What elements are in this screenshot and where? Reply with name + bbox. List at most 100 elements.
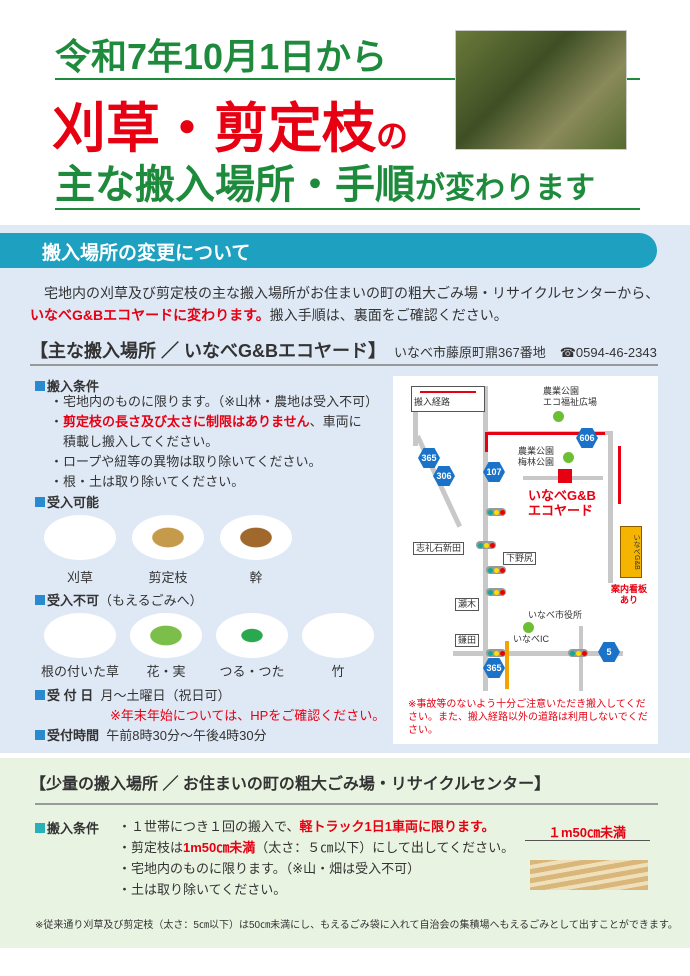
traffic-light-icon <box>568 649 588 657</box>
route-107-icon: 107 <box>483 462 505 482</box>
list-item: ・根・土は取り除いてください。 <box>50 474 245 489</box>
size-arrow <box>525 840 650 841</box>
title-sub-suffix: が変わります <box>415 172 595 205</box>
item-text: 積載し搬入してください。 <box>63 434 219 449</box>
park-icon <box>553 411 564 422</box>
label-text: 搬入条件 <box>47 379 100 394</box>
traffic-light-icon <box>486 588 506 596</box>
square-icon <box>35 823 45 833</box>
hours-value: 午前8時30分～午後4時30分 <box>106 728 267 743</box>
cityhall-icon <box>523 622 534 633</box>
intro-text: 宅地内の刈草及び剪定枝の主な搬入場所がお住まいの町の粗大ごみ場・リサイクルセンタ… <box>44 285 660 301</box>
road <box>453 651 623 656</box>
destination-line: いなべG&B <box>528 488 596 503</box>
item-text: 、車両に <box>309 414 362 429</box>
section-header: 搬入場所の変更について <box>0 233 657 268</box>
intersection-label: 瀬木 <box>455 598 480 611</box>
main-site-title: 【主な搬入場所 ／ いなべG&Bエコヤード】 <box>30 341 386 361</box>
square-icon <box>35 381 45 391</box>
item-text: ロープや紐等の異物は取り除いてください。 <box>63 454 322 469</box>
arrow-icon <box>420 391 476 393</box>
caption: 刈草 <box>66 570 93 585</box>
small-conditions-list: ・１世帯につき１回の搬入で、軽トラック1日1車両に限ります。 ・剪定枝は1m50… <box>118 816 514 900</box>
caption: 剪定枝 <box>148 570 188 585</box>
small-site-heading: 【少量の搬入場所 ／ お住まいの町の粗大ごみ場・リサイクルセンター】 <box>30 776 551 793</box>
caption: 花・実 <box>146 664 186 679</box>
branches-illustration <box>530 860 648 890</box>
road <box>483 386 488 691</box>
days-note: ※年末年始については、HPをご確認ください。 <box>110 708 386 723</box>
accepted-label: 受入可能 <box>35 492 99 511</box>
square-icon <box>35 730 45 740</box>
caption: 竹 <box>331 664 345 679</box>
vines-illustration <box>216 613 288 658</box>
title-sub-text: 主な搬入場所・手順 <box>55 163 415 207</box>
traffic-light-icon <box>486 508 506 516</box>
traffic-light-icon <box>486 566 506 574</box>
list-item: ・土は取り除いてください。 <box>118 882 287 897</box>
item-highlight: 軽トラック1日1車両に限ります。 <box>299 819 495 834</box>
rejected-label: 受入不可（もえるごみへ） <box>35 590 203 609</box>
intro-highlight: いなべG&Bエコヤードに変わります。 <box>30 307 270 323</box>
section-small-bg <box>0 758 690 948</box>
route-365-icon: 365 <box>418 448 440 468</box>
grass-photo <box>455 30 627 150</box>
legend-label: 搬入経路 <box>414 397 451 407</box>
route-365-icon: 365 <box>483 658 505 678</box>
square-icon <box>35 595 45 605</box>
destination-line: エコヤード <box>528 503 594 518</box>
days-value: 月～土曜日（祝日可） <box>100 688 231 703</box>
list-item: ・宅地内のものに限ります。（※山・畑は受入不可） <box>118 861 421 876</box>
divider <box>30 364 658 366</box>
divider <box>35 803 658 805</box>
item-text: （太さ：５㎝以下）にして出してください。 <box>255 840 515 855</box>
intersection-label: 鎌田 <box>455 634 480 647</box>
bamboo-illustration <box>302 613 374 658</box>
item-text: ・１世帯につき１回の搬入で、 <box>118 819 300 834</box>
main-site-heading: 【主な搬入場所 ／ いなべG&Bエコヤード】いなべ市藤原町鼎367番地 ☎0594… <box>30 337 657 363</box>
conditions-list: ・宅地内のものに限ります。（※山林・農地は受入不可） ・剪定枝の長さ及び太さに制… <box>50 392 378 492</box>
sign-caption: 案内看板 あり <box>611 584 648 605</box>
road <box>579 626 583 691</box>
caption: 幹 <box>249 570 263 585</box>
label-text: 受 付 日 <box>47 688 94 703</box>
route-5-icon: 5 <box>598 642 620 662</box>
park-label: 農業公園 梅林公園 <box>518 446 555 467</box>
road <box>413 386 418 446</box>
list-item: ・剪定枝の長さ及び太さに制限はありません、車両に <box>50 414 362 429</box>
cityhall-label: いなべ市役所 <box>528 610 583 620</box>
caption: 根の付いた草 <box>40 664 119 679</box>
list-item: ・１世帯につき１回の搬入で、軽トラック1日1車両に限ります。 <box>118 816 514 837</box>
expressway <box>505 641 509 689</box>
branches-illustration <box>132 515 204 560</box>
rooted-grass-illustration <box>44 613 116 658</box>
footnote: ※従来通り刈草及び剪定枝（太さ：5㎝以下）は50㎝未満にし、もえるごみ袋に入れて… <box>35 920 678 931</box>
traffic-light-icon <box>476 541 496 549</box>
route-606-icon: 606 <box>576 428 598 448</box>
divider <box>55 78 640 80</box>
small-conditions-label: 搬入条件 <box>35 818 99 837</box>
route-306-icon: 306 <box>433 466 455 486</box>
ic-label: いなべIC <box>513 634 550 644</box>
park-label: 農業公園 エコ福祉広場 <box>543 386 598 407</box>
label-text: 受入可能 <box>47 495 100 510</box>
item-text: ・剪定枝は <box>118 840 184 855</box>
title-main-text: 刈草・剪定枝 <box>52 99 376 159</box>
route-arrow <box>485 432 605 452</box>
list-item: ・宅地内のものに限ります。（※山林・農地は受入不可） <box>50 394 379 409</box>
address: いなべ市藤原町鼎367番地 <box>394 345 546 360</box>
item-text: 根・土は取り除いてください。 <box>63 474 245 489</box>
title-date: 令和7年10月1日から <box>55 36 388 77</box>
item-highlight: 剪定枝の長さ及び太さに制限はありません <box>63 414 310 429</box>
trunk-illustration <box>220 515 292 560</box>
phone-number: ☎0594-46-2343 <box>559 345 657 360</box>
square-icon <box>35 497 45 507</box>
label-text: 搬入条件 <box>47 821 100 836</box>
title-main-suffix: の <box>376 118 409 154</box>
label-text: 受入不可 <box>47 593 100 608</box>
square-icon <box>35 690 45 700</box>
guide-sign: いなべG&B <box>620 526 642 578</box>
flowers-illustration <box>130 613 202 658</box>
ecoyard-marker <box>558 469 572 483</box>
